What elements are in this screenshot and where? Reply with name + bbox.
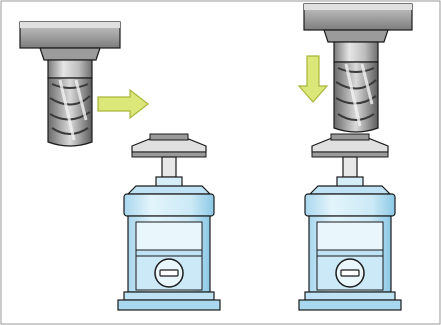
spindle-right	[303, 3, 413, 43]
end-mill-left	[47, 59, 93, 147]
tool-setter-right	[298, 133, 402, 311]
spindle-left	[19, 21, 121, 61]
tool-setter-left	[117, 133, 221, 311]
arrow-down-icon	[297, 55, 329, 103]
end-mill-right	[333, 41, 379, 133]
arrow-right-icon	[97, 88, 149, 120]
